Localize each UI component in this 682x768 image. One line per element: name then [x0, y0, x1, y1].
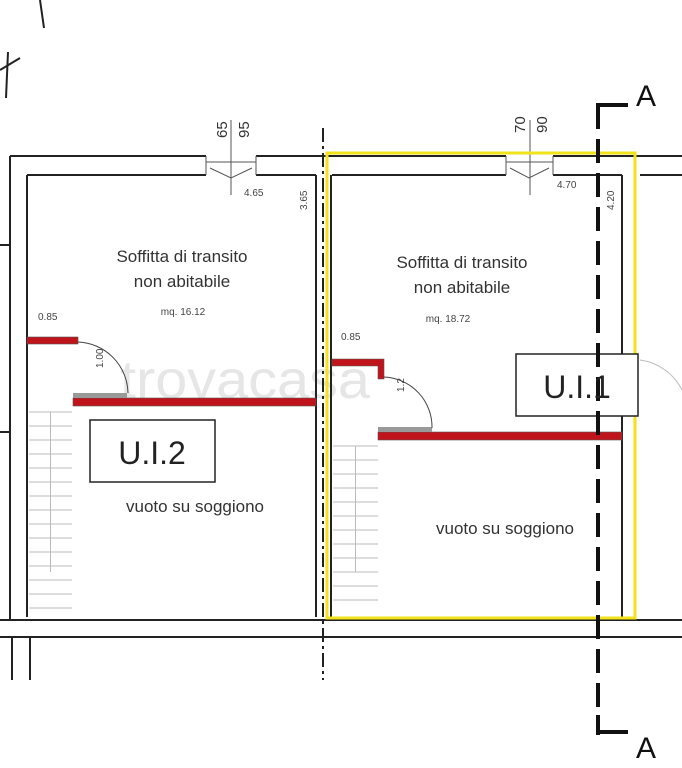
door-offset-right: 0.85	[341, 332, 361, 343]
area-right: mq. 18.72	[426, 314, 471, 325]
depth-dim-right: 4.20	[606, 190, 617, 210]
room-name-right-1: Soffitta di transito	[396, 253, 527, 272]
room-name-right-2: non abitabile	[414, 278, 510, 297]
window-dim-right-2: 90	[534, 116, 551, 133]
room-name-left-2: non abitabile	[134, 272, 230, 291]
void-label-left: vuoto su soggiono	[126, 497, 264, 516]
section-label-bottom: A	[636, 732, 656, 765]
door-swing-left	[77, 341, 129, 394]
door-width-left: 1.00	[95, 348, 106, 368]
stray-marks	[0, 0, 45, 99]
window-dim-right-1: 70	[512, 116, 529, 133]
area-left: mq. 16.12	[161, 307, 206, 318]
unit-box-right	[515, 353, 639, 417]
door-swing-adjacent	[639, 359, 682, 391]
section-line	[596, 103, 628, 735]
section-label-top: A	[636, 80, 656, 113]
window-dim-left-2: 95	[236, 121, 253, 138]
void-label-right: vuoto su soggiono	[436, 519, 574, 538]
walls	[0, 155, 682, 680]
door-threshold-right	[378, 427, 432, 432]
door-width-right: 1.2	[396, 378, 407, 392]
door-swing-right	[383, 376, 433, 429]
window-left	[205, 120, 257, 195]
window-right	[505, 120, 554, 195]
unit-label-left: U.I.2	[118, 435, 186, 471]
red-walls	[26, 336, 623, 441]
width-dim-right: 4.70	[557, 180, 577, 191]
unit-box-left	[89, 419, 216, 483]
door-threshold-left	[73, 393, 127, 398]
unit-label-right: U.I.1	[543, 369, 611, 405]
door-offset-left: 0.85	[38, 312, 58, 323]
stairs-right	[333, 445, 378, 601]
room-name-left-1: Soffitta di transito	[116, 247, 247, 266]
depth-dim-left: 3.65	[299, 190, 310, 210]
window-dim-left-1: 65	[214, 121, 231, 138]
stairs-left	[29, 411, 72, 609]
width-dim-left: 4.65	[244, 188, 264, 199]
